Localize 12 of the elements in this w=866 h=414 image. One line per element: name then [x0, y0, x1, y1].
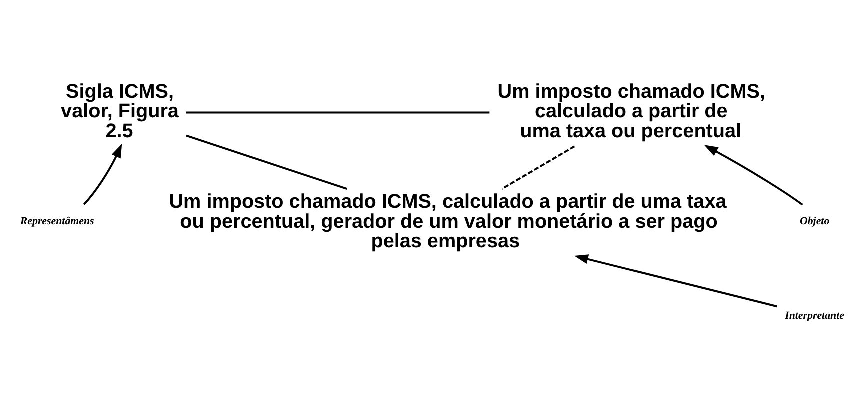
- arrow: [574, 254, 778, 308]
- node-text: Interpretante: [785, 310, 844, 322]
- connector: [502, 146, 576, 190]
- arrow: [704, 145, 804, 206]
- arrow: [83, 144, 122, 206]
- connector: [186, 134, 348, 190]
- node-text: Objeto: [800, 216, 830, 228]
- connector: [186, 112, 490, 114]
- node-text: Representâmens: [20, 216, 94, 228]
- node-text: Um imposto chamado ICMS, calculado a partir de uma taxa ou percentual, gerador de um valor monetário a ser pago pelas empresas: [169, 190, 727, 253]
- node-text: Um imposto chamado ICMS, calculado a partir de uma taxa ou percentual: [498, 80, 766, 143]
- node-text: Sigla ICMS, valor, Figura 2.5: [61, 80, 179, 143]
